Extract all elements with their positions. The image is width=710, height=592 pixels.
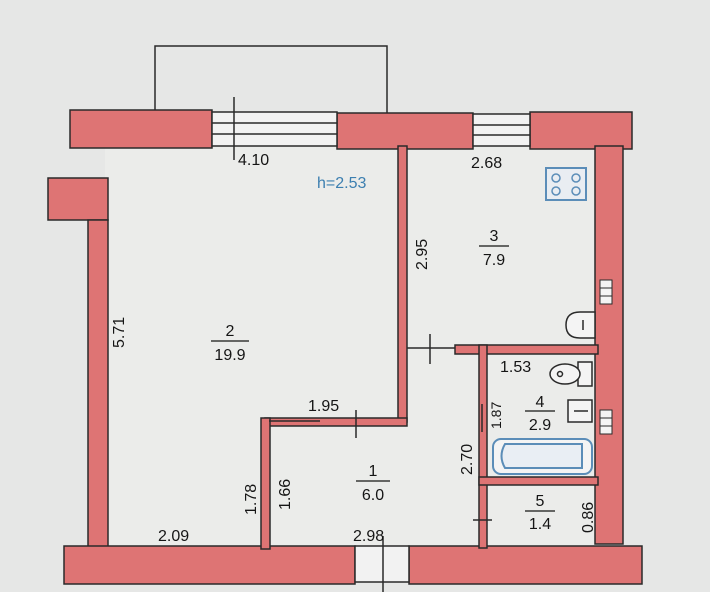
wall-left xyxy=(87,219,109,556)
dim-hall-step: 1.95 xyxy=(308,398,339,415)
bathtub-icon xyxy=(492,438,593,475)
room-5-number: 5 xyxy=(536,493,545,510)
dim-kitchen-height: 2.95 xyxy=(414,239,431,270)
room-4-number: 4 xyxy=(536,394,545,411)
dim-bath-width: 1.53 xyxy=(500,359,531,376)
room-4-area: 2.9 xyxy=(529,417,551,434)
dim-lower-left-2: 1.66 xyxy=(277,479,294,510)
dim-closet-height: 0.86 xyxy=(580,502,597,533)
wash-basin-icon xyxy=(567,399,593,423)
wall-kitchen-bottom xyxy=(454,344,599,355)
wall-left-stub xyxy=(47,177,109,221)
floor-areas xyxy=(105,145,598,549)
sink-icon xyxy=(565,311,596,339)
wall-top-middle xyxy=(336,112,474,150)
dim-bath-height: 1.87 xyxy=(488,402,504,429)
dim-bottom-left: 2.09 xyxy=(158,528,189,545)
stove-icon xyxy=(545,167,587,201)
radiator-icon xyxy=(599,279,613,435)
room-5-area: 1.4 xyxy=(529,516,551,533)
toilet-icon xyxy=(549,361,593,387)
wall-interior-lower xyxy=(260,417,271,550)
room-2-area: 19.9 xyxy=(214,347,245,364)
dim-bottom-center: 2.98 xyxy=(353,528,384,545)
dim-hall-height: 2.70 xyxy=(459,444,476,475)
room-3-number: 3 xyxy=(490,228,499,245)
wall-interior-step xyxy=(264,417,408,427)
wall-bath-bottom xyxy=(478,476,599,486)
wall-right xyxy=(594,145,624,545)
room-1-area: 6.0 xyxy=(362,487,384,504)
wall-interior-vertical xyxy=(397,145,408,423)
dim-lower-left-1: 1.78 xyxy=(243,484,260,515)
wall-top-right xyxy=(529,111,633,150)
dim-top-right: 2.68 xyxy=(471,155,502,172)
ceiling-height-label: h=2.53 xyxy=(317,175,366,192)
room-1-number: 1 xyxy=(369,463,378,480)
room-3-area: 7.9 xyxy=(483,252,505,269)
wall-top-left xyxy=(69,109,213,149)
dimension-labels: 4.10 2.68 5.71 2.95 1.53 1.87 1.95 2.70 … xyxy=(111,152,597,545)
floor-room-5 xyxy=(485,480,598,549)
floor-room-1 xyxy=(265,348,485,549)
wall-bottom-right xyxy=(408,545,643,585)
window-top-right xyxy=(472,113,531,147)
room-labels: 2 19.9 3 7.9 1 6.0 4 2.9 5 1.4 xyxy=(211,228,555,533)
door-ticks xyxy=(269,334,492,521)
dim-left-height: 5.71 xyxy=(111,317,128,348)
room-2-number: 2 xyxy=(226,323,235,340)
window-top-left xyxy=(211,97,338,160)
wall-bath-left xyxy=(478,344,488,549)
dim-top-left: 4.10 xyxy=(238,152,269,169)
wall-bottom-left xyxy=(63,545,356,585)
entrance-door xyxy=(354,536,410,592)
